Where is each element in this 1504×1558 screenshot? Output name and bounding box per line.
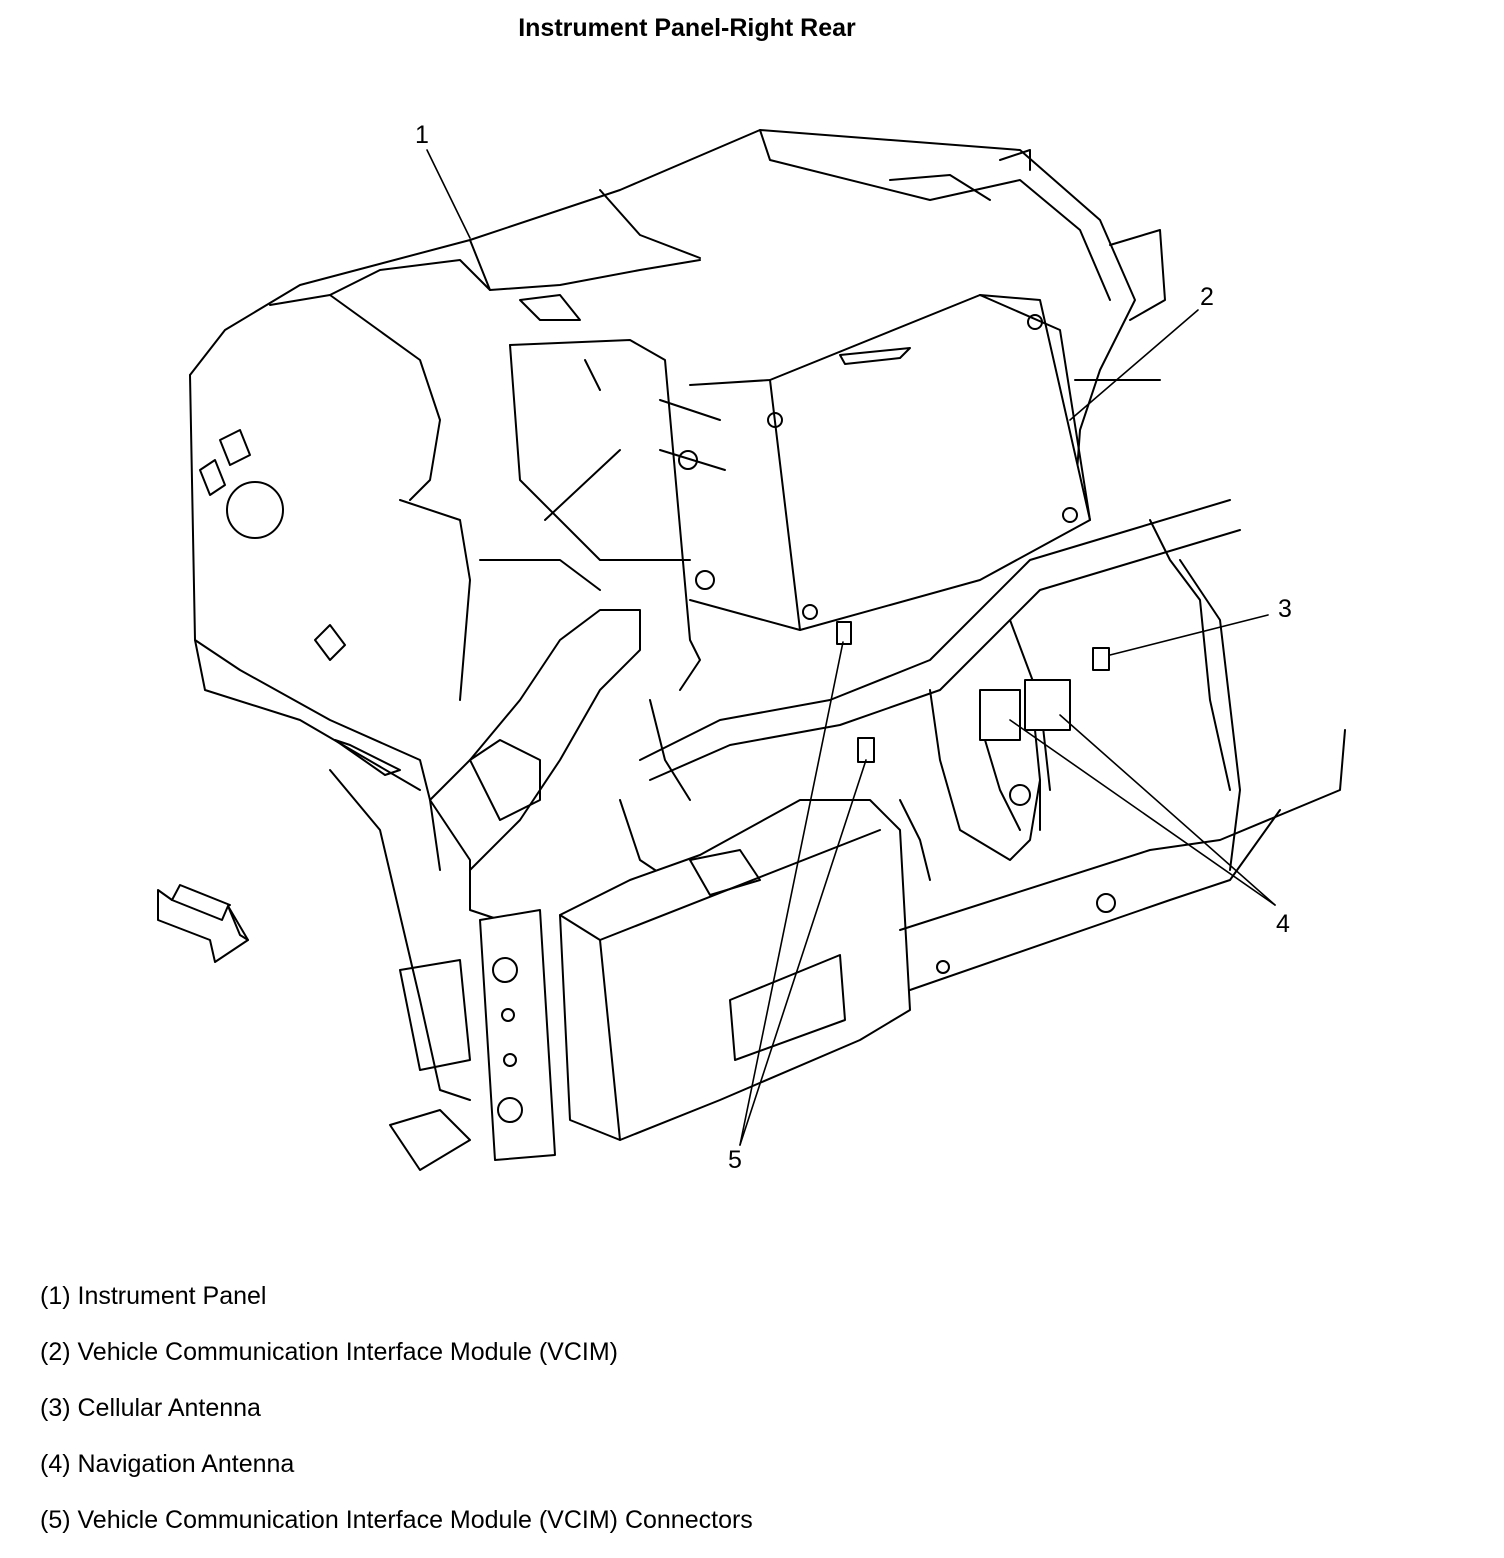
leader-line-3 xyxy=(1109,614,1269,656)
callout-1: 1 xyxy=(415,121,429,149)
leader-line-1 xyxy=(426,149,471,239)
lower-module xyxy=(559,799,911,1141)
mounting-bracket xyxy=(509,339,726,691)
leader-lines xyxy=(426,149,1276,1146)
navigation-antenna-connectors xyxy=(979,679,1071,831)
legend-item: (3) Cellular Antenna xyxy=(40,1394,261,1422)
leader-line-4a xyxy=(1059,714,1276,906)
legend-item: (2) Vehicle Communication Interface Modu… xyxy=(40,1338,619,1366)
page-title: Instrument Panel-Right Rear xyxy=(518,14,856,42)
wiring-harness xyxy=(619,499,1241,901)
callout-3: 3 xyxy=(1278,595,1292,623)
vcim-connectors xyxy=(836,621,875,763)
duct-structure xyxy=(399,499,641,921)
callout-4: 4 xyxy=(1276,910,1290,938)
legend-item: (1) Instrument Panel xyxy=(40,1282,267,1310)
callout-5: 5 xyxy=(728,1146,742,1174)
leader-line-5b xyxy=(739,759,867,1146)
callout-2: 2 xyxy=(1200,283,1214,311)
vcim-module xyxy=(689,294,1091,631)
cellular-antenna-connector xyxy=(1092,647,1110,671)
forward-arrow-icon xyxy=(157,884,249,963)
leader-line-5a xyxy=(739,641,844,1146)
leader-line-4b xyxy=(1009,719,1276,906)
legend-item: (5) Vehicle Communication Interface Modu… xyxy=(40,1506,753,1534)
leader-line-2 xyxy=(1069,309,1199,421)
frame-pillar xyxy=(329,559,1346,1171)
legend-item: (4) Navigation Antenna xyxy=(40,1450,295,1478)
legend: (1) Instrument Panel (2) Vehicle Communi… xyxy=(40,1278,753,1558)
